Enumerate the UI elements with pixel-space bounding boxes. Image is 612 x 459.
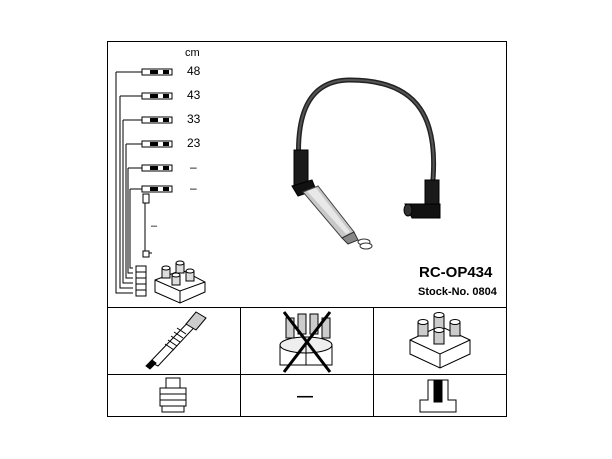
not-applicable-cross <box>282 311 332 373</box>
ignition-coil-icon <box>409 312 471 369</box>
unit-label: cm <box>185 47 200 59</box>
length-label-2: 43 <box>187 88 201 102</box>
length-label-4: 23 <box>187 136 201 150</box>
length-label-3: 33 <box>187 112 201 126</box>
product-code: RC-OP434 <box>419 264 493 281</box>
ignition-cable-image <box>291 77 441 250</box>
stock-number: Stock-No. 0804 <box>418 286 497 298</box>
side-lead-connector <box>142 193 150 204</box>
frame <box>107 41 507 417</box>
connector-shading <box>150 70 169 191</box>
plug-terminal-icon <box>159 377 187 413</box>
length-label-5: – <box>190 160 197 174</box>
length-label-1: 48 <box>187 64 201 78</box>
small-coil-icon <box>135 260 206 304</box>
coil-terminal-icon <box>419 379 457 413</box>
side-lead-end <box>142 250 150 258</box>
cable-set-diagram <box>115 71 152 294</box>
side-lead-label: – <box>151 220 158 232</box>
spark-plug-icon <box>145 311 207 370</box>
dash-label: — <box>297 388 313 405</box>
length-label-6: – <box>190 181 197 195</box>
